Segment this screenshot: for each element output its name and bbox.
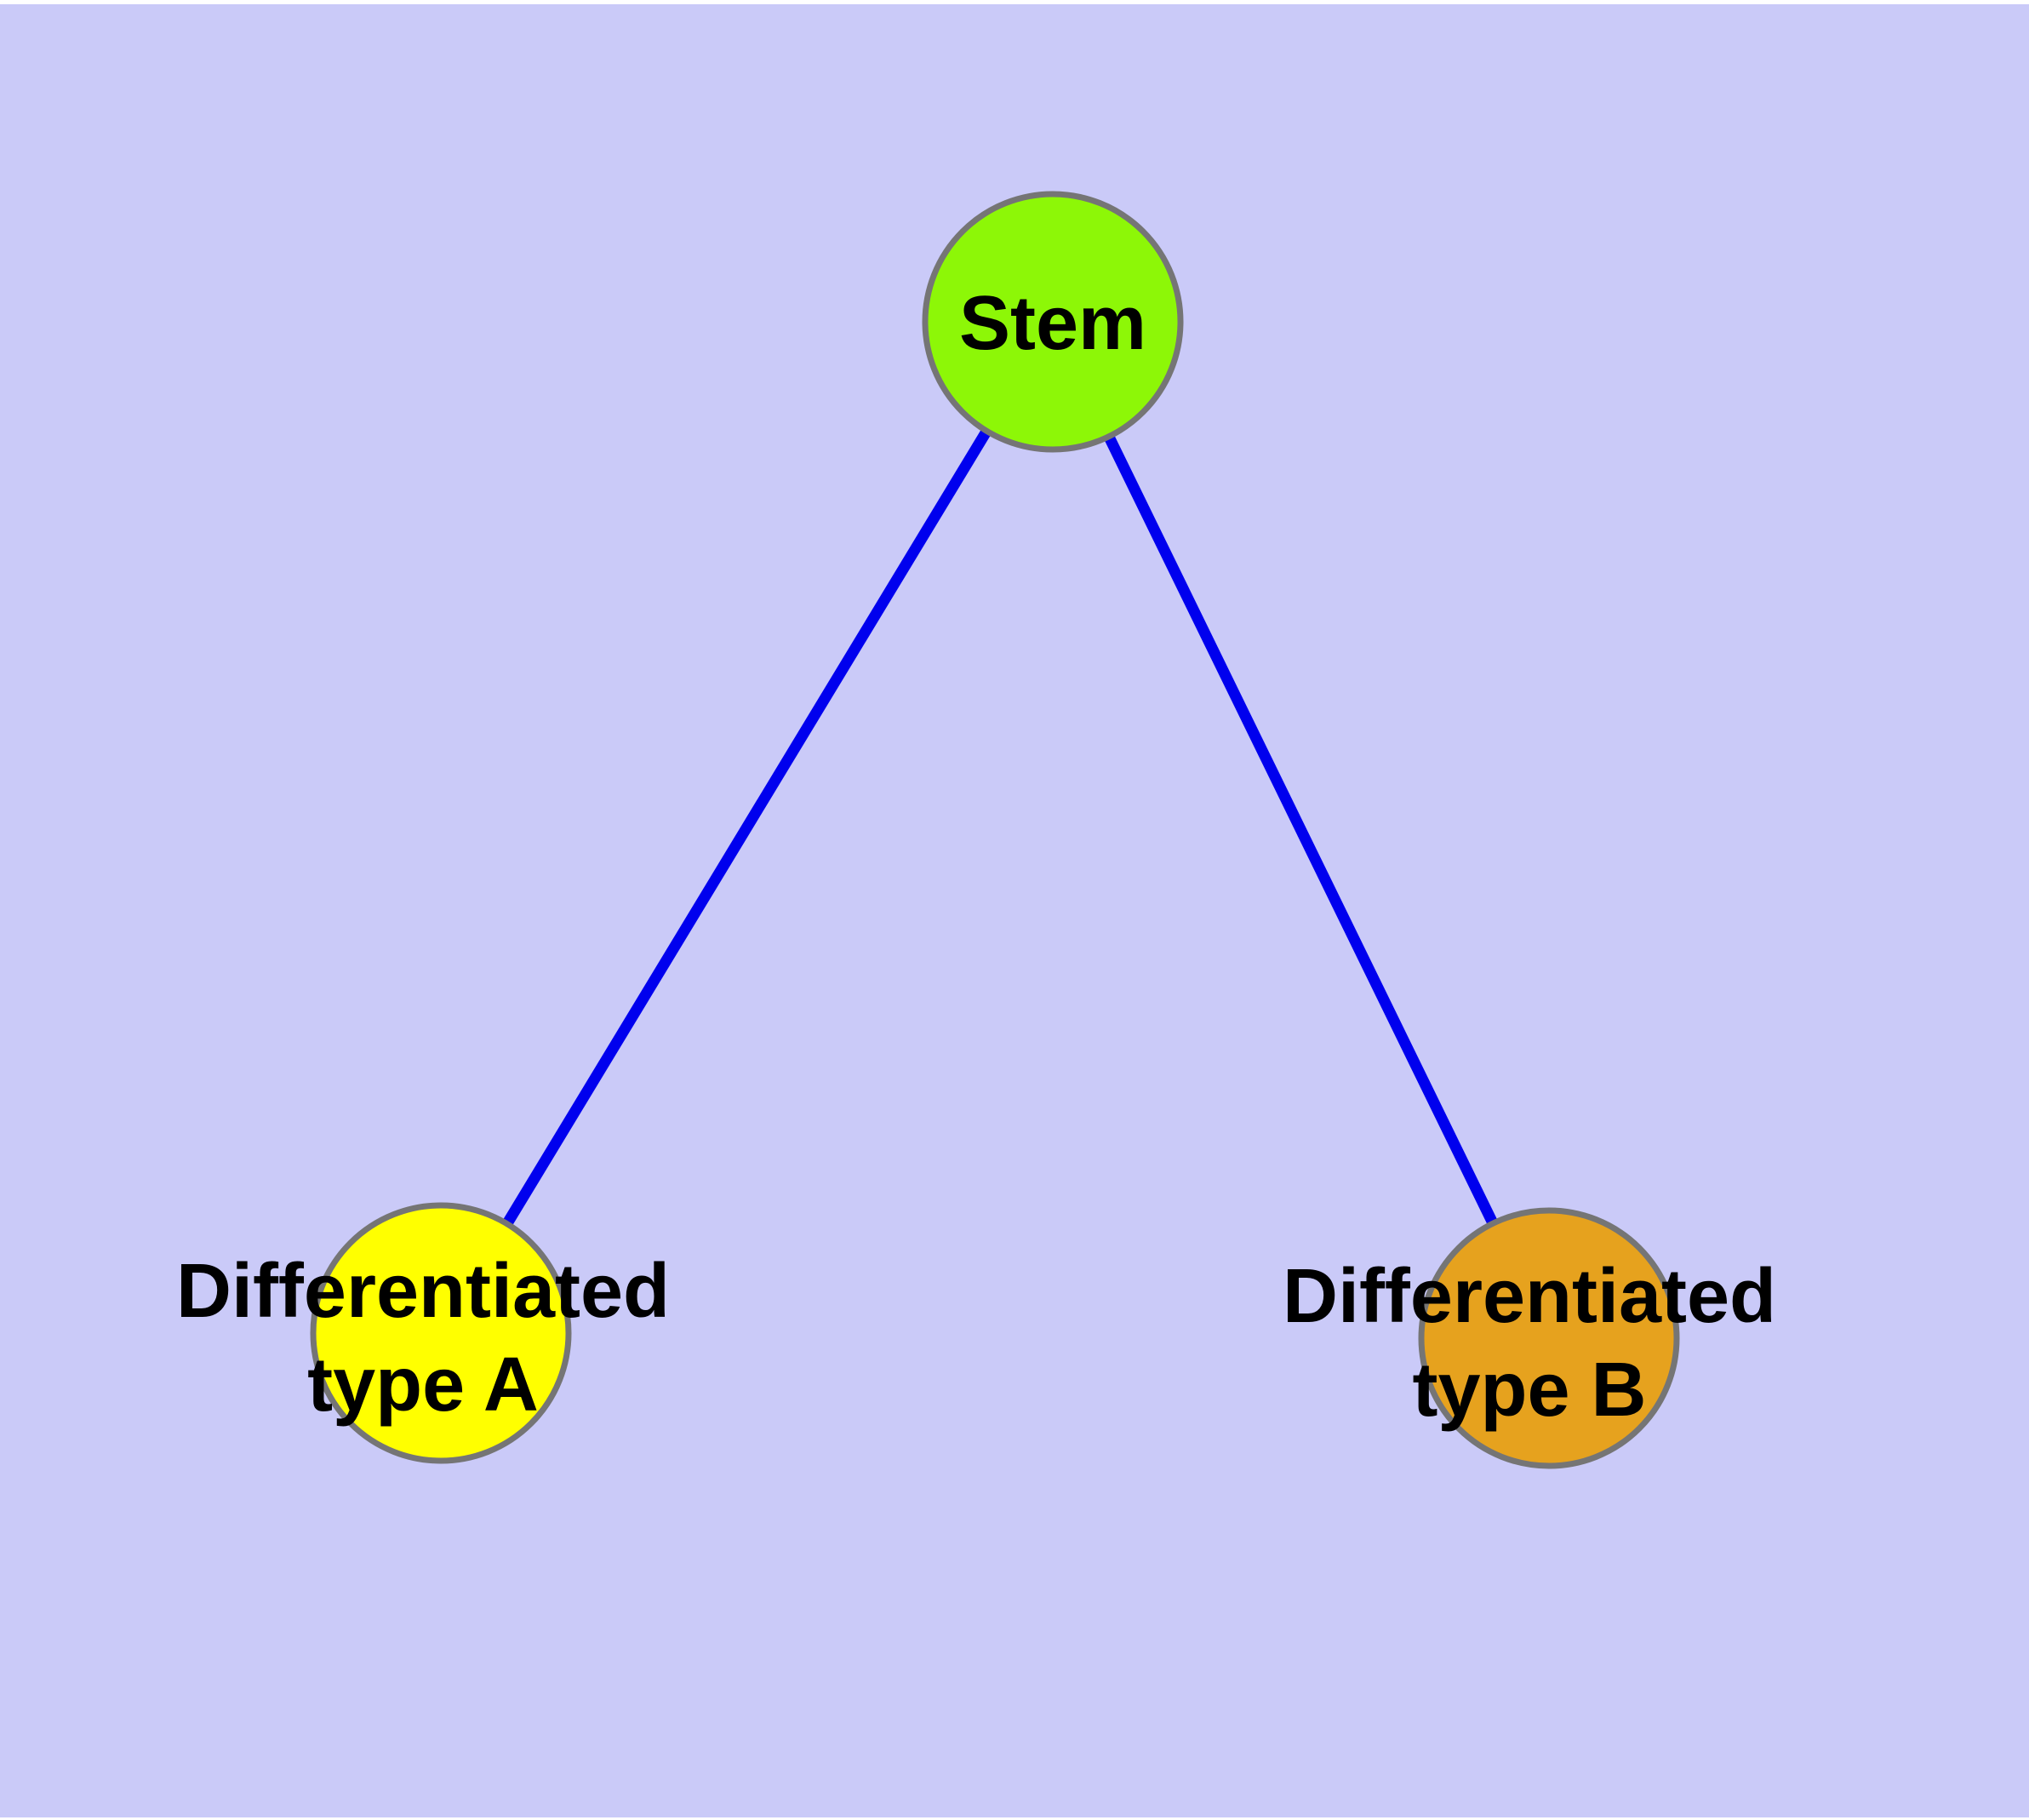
edge-stem-to-type-b [1048, 319, 1554, 1341]
top-margin [0, 0, 2029, 4]
node-differentiated-type-a [310, 1202, 572, 1464]
edge-stem-to-type-a [436, 318, 1058, 1336]
node-stem-label: Stem [959, 281, 1146, 366]
bottom-margin [0, 1817, 2029, 1820]
node-type-a-label-line1: Differentiated [176, 1249, 670, 1334]
node-type-b-label-line2: type B [1412, 1348, 1646, 1433]
node-differentiated-type-b [1418, 1207, 1680, 1469]
node-type-a-label-line2: type A [307, 1342, 539, 1428]
node-type-b-label-line1: Differentiated [1283, 1254, 1776, 1339]
node-stem [922, 191, 1184, 453]
